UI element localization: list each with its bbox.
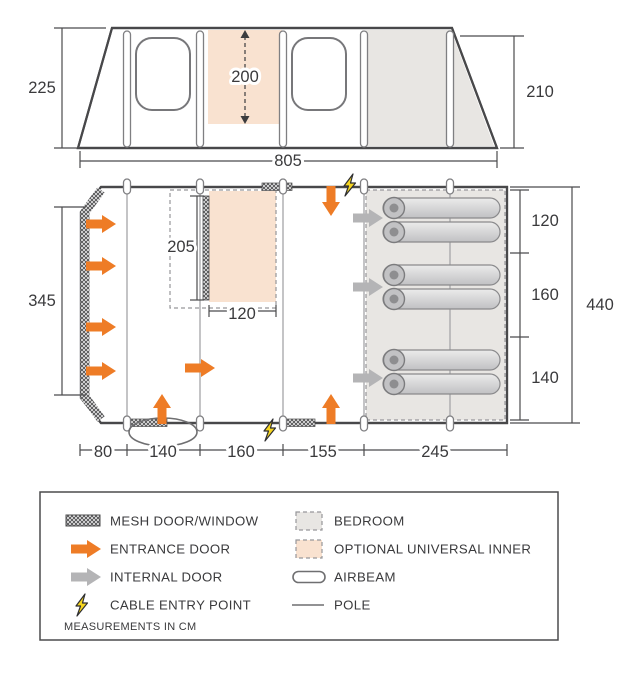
legend-bedroom-label: BEDROOM: [334, 514, 405, 529]
dim-bedrooms: 120 160 140: [510, 189, 562, 421]
measurements-note: MEASUREMENTS IN CM: [64, 621, 197, 633]
inner-swatch-icon: [295, 539, 323, 559]
legend-inner-label: OPTIONAL UNIVERSAL INNER: [334, 542, 531, 557]
dim-left-height: 225: [25, 27, 106, 149]
floor-plan: 345 440 120 160 140 205 120: [25, 173, 617, 464]
optional-inner-area: [209, 191, 276, 302]
elevation-airbeams: [122, 30, 455, 148]
legend-pole-label: POLE: [334, 598, 371, 613]
inner-mesh-strip: [202, 195, 210, 301]
sleeping-bags: [382, 196, 501, 396]
inner-width-label: 120: [228, 305, 256, 323]
elevation-view: 200 225 210 805: [25, 26, 557, 173]
legend: MESH DOOR/WINDOW ENTRANCE DOOR INTERNAL …: [39, 491, 559, 641]
bottom-seg2-label: 140: [149, 443, 177, 461]
elevation-bedroom-area: [366, 30, 494, 146]
airbeam-icon: [292, 570, 326, 584]
bedroom2-label: 160: [531, 286, 559, 304]
bottom-seg5-label: 245: [421, 443, 449, 461]
legend-mesh-label: MESH DOOR/WINDOW: [110, 514, 259, 529]
mesh-swatch-icon: [65, 514, 101, 527]
bedroom1-label: 120: [531, 212, 559, 230]
side-depth-label: 440: [586, 296, 614, 314]
right-height-label: 210: [526, 83, 554, 101]
legend-entrance-label: ENTRANCE DOOR: [110, 542, 230, 557]
inner-depth-label: 205: [167, 238, 195, 256]
bottom-seg4-label: 155: [309, 443, 337, 461]
legend-airbeam-label: AIRBEAM: [334, 570, 396, 585]
optional-inner-dashed-outline: [169, 189, 277, 309]
plan-airbeam-caps: [122, 178, 455, 432]
dim-side-depth: 440: [510, 186, 617, 424]
bedroom3-label: 140: [531, 369, 559, 387]
dim-inner-height: 200: [228, 30, 262, 124]
dim-right-height: 210: [460, 35, 557, 149]
total-width-label: 805: [274, 152, 302, 170]
elevation-window-right: [291, 37, 347, 111]
dim-inner: 205 120: [164, 195, 277, 326]
bottom-seg3-label: 160: [227, 443, 255, 461]
front-mesh-band: [80, 187, 105, 422]
bottom-seg1-label: 80: [94, 443, 112, 461]
dim-front-width: 345: [25, 206, 86, 396]
elevation-window-left: [135, 37, 191, 111]
left-height-label: 225: [28, 79, 56, 97]
front-width-label: 345: [28, 292, 56, 310]
legend-cable-label: CABLE ENTRY POINT: [110, 598, 251, 613]
elevation-outline-stroke: [76, 26, 499, 150]
dim-total-width: 805: [79, 149, 498, 173]
inner-height-label: 200: [231, 68, 259, 86]
bedroom-swatch-icon: [295, 511, 323, 531]
legend-internal-label: INTERNAL DOOR: [110, 570, 223, 585]
dim-bottom-row: 80 140 160 155 245: [79, 440, 508, 464]
